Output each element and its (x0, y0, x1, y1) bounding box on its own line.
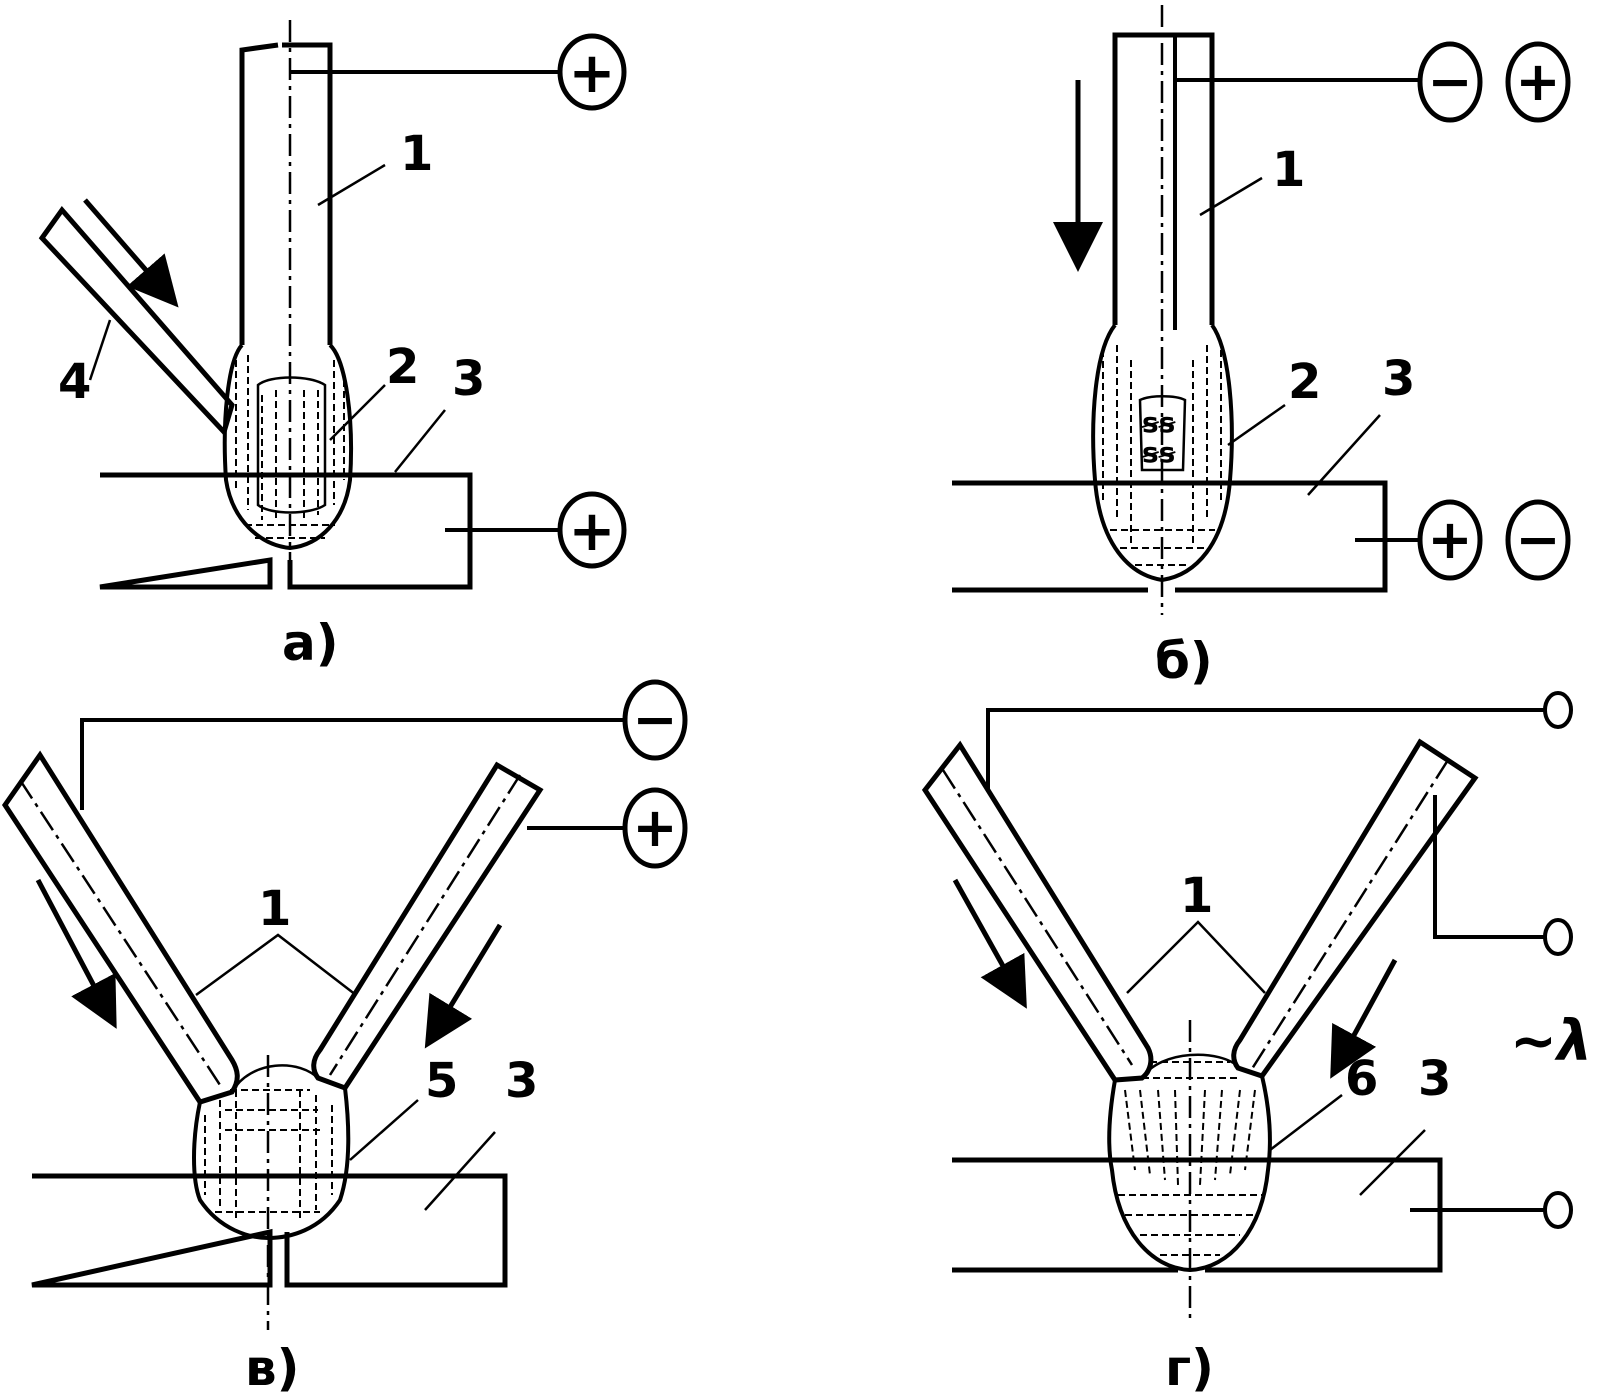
terminal-electrode-b-pos: + (1505, 41, 1571, 123)
svg-text:ꞩꞩ: ꞩꞩ (1141, 406, 1176, 439)
label-1-a: 1 (400, 126, 433, 182)
terminal-right-v: + (622, 787, 688, 869)
svg-text:−: − (1515, 508, 1560, 571)
terminal-workpiece-a: + (557, 491, 627, 569)
label-1-v: 1 (258, 881, 291, 937)
label-1-g: 1 (1180, 868, 1213, 924)
electrode-left-v (1, 750, 240, 1105)
svg-text:+: + (569, 499, 616, 564)
terminal-g-1 (1543, 691, 1573, 729)
workpiece-a (99, 472, 473, 590)
panel-a: + + 1 2 3 4 а) (38, 20, 627, 672)
label-3-v: 3 (505, 1053, 538, 1109)
workpiece-v (31, 1173, 508, 1288)
caption-g: г) (1165, 1339, 1214, 1397)
wires-v (80, 718, 625, 830)
svg-text:−: − (632, 688, 677, 751)
svg-text:−: − (1427, 50, 1472, 113)
label-1-b: 1 (1272, 142, 1305, 198)
svg-text:+: + (1427, 508, 1472, 571)
arc-a (222, 343, 354, 551)
ac-symbol: ~λ (1510, 1009, 1592, 1074)
caption-a: а) (282, 614, 339, 672)
wires-a (290, 70, 560, 532)
caption-v: в) (245, 1339, 300, 1397)
electrode-b (1112, 5, 1215, 615)
svg-text:+: + (632, 796, 677, 859)
svg-text:+: + (1515, 50, 1560, 113)
arc-v (192, 1055, 351, 1330)
feed-arrows-g (952, 878, 1398, 1079)
terminal-electrode-b-neg: − (1417, 41, 1483, 123)
wires-g (986, 708, 1545, 1212)
label-5-v: 5 (425, 1053, 458, 1109)
electrode-right-g (1231, 738, 1479, 1079)
svg-text:ꞩꞩ: ꞩꞩ (1141, 436, 1176, 469)
label-6-g: 6 (1345, 1051, 1378, 1107)
svg-text:+: + (569, 41, 616, 106)
feed-arrows-v (35, 878, 503, 1049)
label-3-b: 3 (1382, 351, 1415, 407)
label-3-g: 3 (1418, 1051, 1451, 1107)
arc-b: ꞩꞩ ꞩꞩ (1091, 323, 1234, 583)
caption-b: б) (1155, 632, 1213, 690)
terminal-g-3 (1543, 1191, 1573, 1229)
panel-g: ~λ 1 6 3 г) (921, 691, 1592, 1397)
workpiece-g (952, 1157, 1443, 1273)
filler-rod-a (38, 198, 235, 437)
panel-b: ꞩꞩ ꞩꞩ − + + − 1 2 3 (952, 5, 1571, 690)
electrode-left-g (921, 740, 1154, 1083)
panel-v: − + 1 5 3 в) (1, 679, 688, 1397)
electrode-a (239, 20, 333, 590)
arc-g (1107, 1020, 1272, 1320)
terminal-left-v: − (622, 679, 688, 761)
terminal-g-2 (1543, 918, 1573, 956)
terminal-electrode-a: + (557, 33, 627, 111)
label-4-a: 4 (58, 354, 91, 410)
terminal-workpiece-b-neg: − (1505, 499, 1571, 581)
electrode-right-v (311, 761, 544, 1092)
wires-b (1175, 78, 1420, 542)
label-2-a: 2 (386, 339, 419, 395)
workpiece-b (952, 480, 1388, 593)
terminal-workpiece-b-pos: + (1417, 499, 1483, 581)
label-3-a: 3 (452, 351, 485, 407)
label-2-b: 2 (1288, 354, 1321, 410)
